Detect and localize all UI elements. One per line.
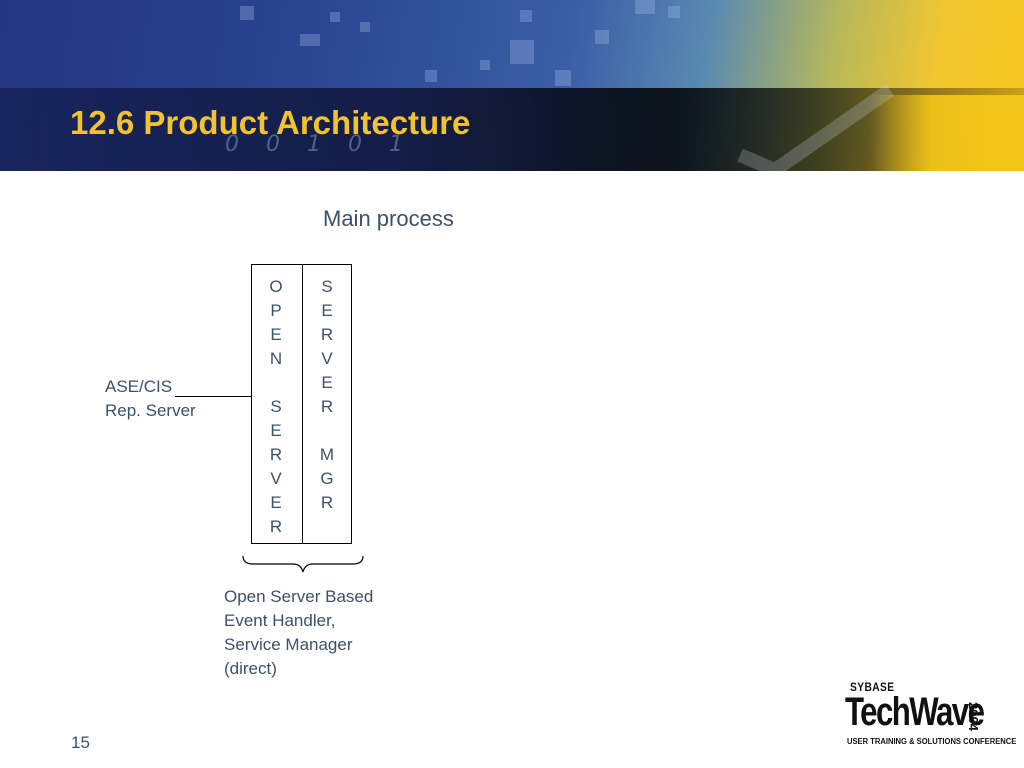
server-mgr-letter: R (320, 325, 334, 344)
page-title: 12.6 Product Architecture (70, 104, 471, 141)
banner-decoration (425, 70, 437, 82)
banner-binary-digits: 0 0 1 0 1 (225, 132, 413, 157)
banner-decoration (595, 30, 609, 44)
open-server-letter: E (270, 493, 282, 512)
client-connector-line (175, 396, 251, 397)
server-mgr-letter: M (319, 445, 335, 464)
client-label: ASE/CIS Rep. Server (105, 375, 196, 423)
server-mgr-letter: V (321, 349, 333, 368)
server-mgr-letter: R (320, 397, 334, 416)
open-server-letter: R (269, 445, 283, 464)
techwave-logo: SYBASE TechWave 2004 USER TRAINING & SOL… (845, 680, 1016, 750)
header-banner: 0 0 1 0 1 (0, 0, 1024, 171)
logo-brand: SYBASE (850, 680, 895, 694)
note-line: Service Manager (224, 635, 353, 654)
open-server-letter (251, 371, 301, 395)
open-server-letter: R (269, 517, 283, 536)
banner-decoration (360, 22, 370, 32)
server-mgr-letter (302, 419, 352, 443)
banner-decoration (635, 0, 655, 14)
note-line: (direct) (224, 659, 277, 678)
banner-decoration (480, 60, 490, 70)
banner-yellow-accent (870, 95, 1024, 171)
banner-decoration (330, 12, 340, 22)
server-mgr-letter: G (320, 469, 334, 488)
client-label-line: ASE/CIS (105, 377, 173, 396)
server-mgr-letter: S (321, 277, 333, 296)
note-line: Event Handler, (224, 611, 336, 630)
process-box-divider (302, 264, 303, 544)
server-mgr-letter: E (321, 373, 333, 392)
banner-decoration (555, 70, 571, 86)
banner-dark-band (0, 88, 1024, 171)
banner-decoration (668, 6, 680, 18)
process-box (251, 264, 352, 544)
logo-year: 2004 (966, 702, 981, 731)
main-process-label: Main process (323, 206, 454, 231)
open-server-letter: E (270, 325, 282, 344)
banner-check-decoration (737, 85, 894, 171)
client-label-line: Rep. Server (105, 401, 196, 420)
server-mgr-letter: R (320, 493, 334, 512)
banner-decoration (510, 40, 534, 64)
open-server-letter: V (270, 469, 282, 488)
logo-product: TechWave (845, 690, 985, 734)
note-line: Open Server Based (224, 587, 374, 606)
open-server-letter: O (269, 277, 283, 296)
open-server-letter: S (270, 397, 282, 416)
page-number: 15 (71, 733, 90, 752)
open-server-letter: N (269, 349, 283, 368)
logo-subtitle: USER TRAINING & SOLUTIONS CONFERENCE (847, 737, 1017, 746)
brace (242, 555, 364, 573)
banner-decoration (300, 34, 320, 46)
banner-decoration (520, 10, 532, 22)
server-mgr-letter: E (321, 301, 333, 320)
open-server-letter: E (270, 421, 282, 440)
component-note: Open Server Based Event Handler, Service… (224, 585, 373, 681)
open-server-letter: P (270, 301, 282, 320)
banner-decoration (240, 6, 254, 20)
